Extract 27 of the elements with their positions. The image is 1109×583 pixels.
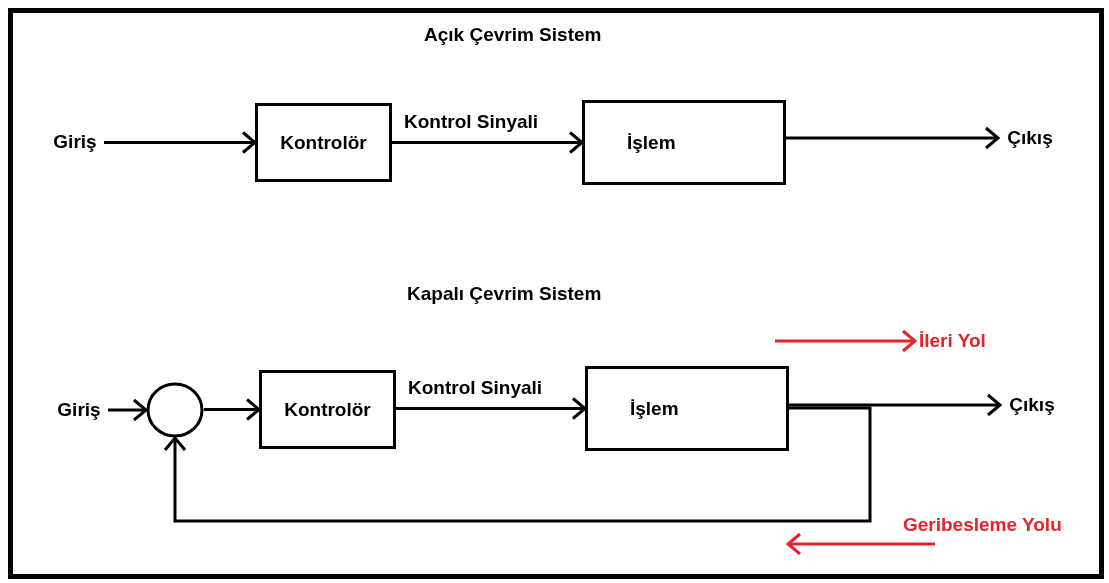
- block-label: Kontrolör: [284, 398, 371, 421]
- block-box: [255, 103, 392, 182]
- arrow: [163, 406, 872, 523]
- block-label: İşlem: [630, 397, 679, 420]
- signal-label: Giriş: [57, 399, 101, 421]
- arrow: [396, 397, 587, 420]
- edge-label: Kontrol Sinyali: [408, 376, 543, 399]
- section-title: Açık Çevrim Sistem: [424, 24, 602, 46]
- arrow: [104, 131, 257, 154]
- signal-label: Çıkış: [1009, 394, 1055, 416]
- signal-label: Çıkış: [1007, 127, 1053, 149]
- path-label: Geribesleme Yolu: [903, 514, 1062, 536]
- path-label: İleri Yol: [919, 330, 986, 352]
- block-label: İşlem: [627, 131, 676, 154]
- arrow: [108, 398, 148, 422]
- block-label: Kontrolör: [280, 131, 367, 154]
- block-box: [585, 366, 789, 451]
- arrow: [204, 398, 261, 421]
- section-title: Kapalı Çevrim Sistem: [407, 283, 602, 305]
- arrow: [392, 131, 584, 154]
- summing-junction: [146, 382, 204, 438]
- edge-label: Kontrol Sinyali: [404, 110, 539, 133]
- arrow: [789, 393, 1002, 417]
- block-box: [582, 100, 786, 185]
- block-box: [259, 370, 396, 449]
- arrow: [786, 126, 1000, 150]
- signal-label: Giriş: [53, 131, 97, 153]
